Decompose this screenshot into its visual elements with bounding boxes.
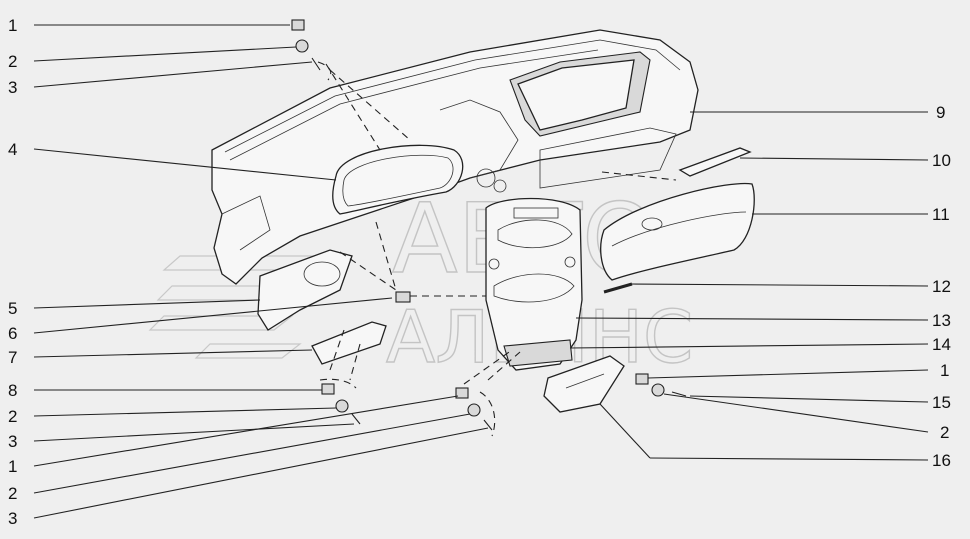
callout-2-nut-right: 2 xyxy=(940,423,949,442)
callout-15: 15 xyxy=(932,393,951,412)
callout-14: 14 xyxy=(932,335,951,354)
callout-2-nut-left: 2 xyxy=(8,407,17,426)
callout-9-panel: 9 xyxy=(936,103,945,122)
callouts-right: 9 10 11 12 13 14 1 15 2 16 xyxy=(932,103,951,470)
callout-3-screw: 3 xyxy=(8,78,17,97)
callout-1-clip-center: 1 xyxy=(8,457,17,476)
clip-right xyxy=(635,373,649,385)
leader-lines xyxy=(33,24,929,519)
glovebox-hinge-bracket xyxy=(678,147,752,177)
clip-left xyxy=(321,383,335,395)
fasteners xyxy=(291,19,687,431)
glovebox-lid xyxy=(600,182,755,281)
clip-mid xyxy=(395,291,411,303)
callout-16: 16 xyxy=(932,451,951,470)
callout-10: 10 xyxy=(932,151,951,170)
screw-right xyxy=(671,391,687,397)
nut-top xyxy=(295,39,309,53)
screw-left xyxy=(351,413,361,425)
screw-top xyxy=(311,57,321,71)
nut-left xyxy=(335,399,349,413)
callout-12: 12 xyxy=(932,277,951,296)
left-trim-panel xyxy=(257,249,387,365)
instrument-cluster-bezel xyxy=(332,144,464,215)
callout-1-clip: 1 xyxy=(8,16,17,35)
callout-5: 5 xyxy=(8,299,17,318)
nut-right xyxy=(651,383,665,397)
callout-2-nut-center: 2 xyxy=(8,484,17,503)
callout-11: 11 xyxy=(932,205,950,224)
glovebox-rod xyxy=(603,282,633,294)
center-console xyxy=(485,197,583,371)
callout-8: 8 xyxy=(8,381,17,400)
clip-center xyxy=(455,387,469,399)
callout-3-screw-center: 3 xyxy=(8,509,17,528)
callout-4-cluster-bezel: 4 xyxy=(8,140,17,159)
callout-1-clip-right: 1 xyxy=(940,361,949,380)
callout-6: 6 xyxy=(8,324,17,343)
callout-13: 13 xyxy=(932,311,951,330)
screw-center xyxy=(483,419,493,431)
callouts-left: 1 2 3 4 5 6 7 8 2 3 1 2 3 xyxy=(8,16,17,528)
callout-3-screw-left: 3 xyxy=(8,432,17,451)
assembly-dashes xyxy=(317,61,677,437)
callout-7: 7 xyxy=(8,348,17,367)
clip-top xyxy=(291,19,305,31)
nut-center xyxy=(467,403,481,417)
callout-2-nut: 2 xyxy=(8,52,17,71)
